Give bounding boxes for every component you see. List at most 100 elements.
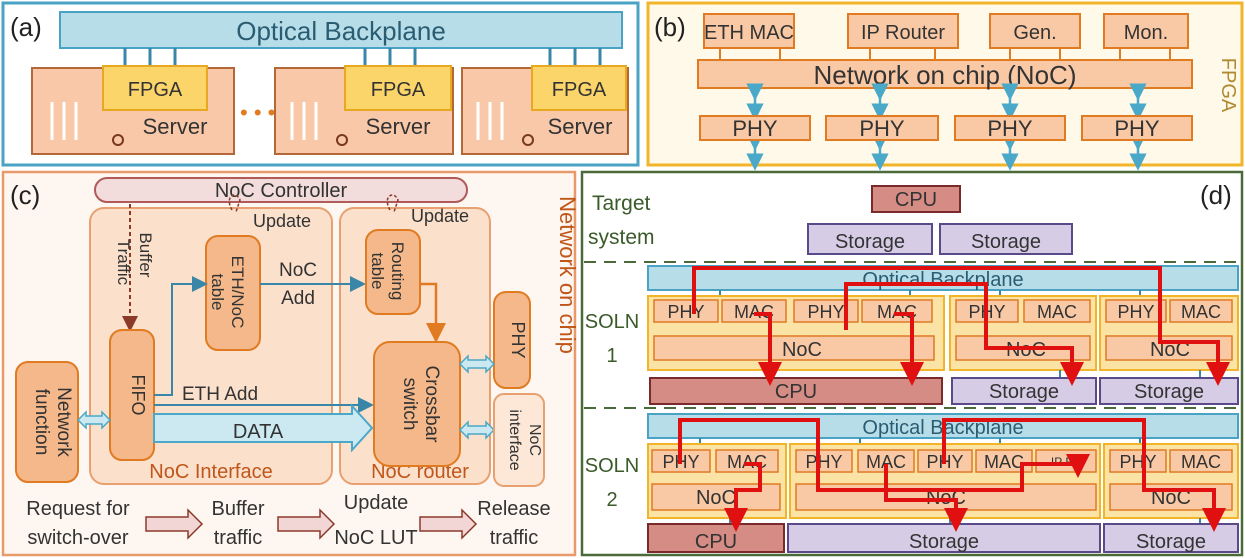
svg-text:table: table: [208, 274, 227, 311]
svg-text:Server: Server: [366, 114, 431, 139]
panel-c-label: (c): [10, 180, 40, 210]
svg-text:Gen.: Gen.: [1013, 22, 1056, 44]
svg-text:PHY: PHY: [859, 116, 905, 141]
svg-text:NoC LUT: NoC LUT: [334, 527, 417, 549]
svg-text:ETH Add: ETH Add: [182, 384, 258, 405]
svg-text:Storage: Storage: [989, 381, 1059, 403]
svg-text:Network: Network: [53, 387, 74, 457]
svg-text:Traffic: Traffic: [114, 239, 133, 286]
svg-text:Storage: Storage: [1134, 381, 1204, 403]
svg-text:CPU: CPU: [895, 189, 937, 211]
svg-text:switch-over: switch-over: [27, 527, 128, 549]
svg-text:MAC: MAC: [1037, 302, 1077, 322]
svg-text:interface: interface: [506, 409, 523, 470]
svg-text:NoC: NoC: [279, 260, 317, 281]
ellipsis: • • •: [240, 100, 275, 125]
panel-b: (b) FPGA ETH MAC IP Router Gen. Mon. Net…: [646, 1, 1244, 171]
svg-text:PHY: PHY: [805, 452, 842, 472]
svg-text:ETH MAC: ETH MAC: [704, 22, 794, 44]
svg-text:PHY: PHY: [987, 116, 1033, 141]
fpga-3: [531, 65, 627, 111]
svg-text:1: 1: [606, 345, 617, 367]
svg-text:Add: Add: [281, 288, 315, 309]
svg-text:Storage: Storage: [909, 531, 979, 553]
svg-text:traffic: traffic: [490, 527, 539, 549]
svg-text:Request for: Request for: [26, 498, 130, 520]
svg-text:DATA: DATA: [233, 421, 284, 443]
network-on-chip-side-label: Network on chip: [555, 196, 580, 354]
svg-text:2: 2: [606, 489, 617, 511]
svg-text:Update: Update: [411, 206, 469, 226]
svg-text:SOLN: SOLN: [585, 455, 639, 477]
svg-text:Optical Backplane: Optical Backplane: [862, 269, 1023, 291]
fpga-2: [344, 65, 452, 111]
svg-text:Release: Release: [477, 498, 550, 520]
svg-text:Storage: Storage: [971, 231, 1041, 253]
procedure-steps: Request for switch-over Buffer traffic U…: [26, 492, 550, 549]
svg-text:Network on chip (NoC): Network on chip (NoC): [814, 60, 1077, 90]
svg-text:PHY: PHY: [732, 116, 778, 141]
svg-text:NoC: NoC: [782, 339, 822, 361]
data-arrow: [153, 403, 374, 453]
svg-text:Target: Target: [592, 192, 651, 215]
eth-noc-table: [205, 235, 261, 351]
svg-text:traffic: traffic: [214, 527, 263, 549]
svg-text:Storage: Storage: [1136, 531, 1206, 553]
svg-text:ETH/NoC: ETH/NoC: [228, 256, 247, 329]
svg-text:NoC: NoC: [526, 424, 543, 456]
svg-text:NoC: NoC: [1150, 339, 1190, 361]
optical-backplane-a: [59, 11, 623, 49]
svg-text:CPU: CPU: [775, 381, 817, 403]
svg-text:Buffer: Buffer: [212, 498, 265, 520]
crossbar-switch: [373, 341, 461, 467]
svg-text:Mon.: Mon.: [1124, 22, 1168, 44]
svg-text:FPGA: FPGA: [552, 79, 607, 101]
svg-text:Server: Server: [548, 114, 613, 139]
panel-d: (d) Target system CPU Storage Storage SO…: [580, 170, 1244, 557]
svg-text:table: table: [368, 253, 387, 290]
noc-controller: [94, 177, 468, 203]
svg-text:MAC: MAC: [1181, 452, 1221, 472]
svg-text:Update: Update: [253, 211, 311, 231]
panel-d-label: (d): [1200, 180, 1232, 210]
soln1-cpu: [649, 377, 943, 405]
svg-text:system: system: [588, 226, 655, 249]
svg-text:NoC: NoC: [696, 487, 736, 509]
svg-text:FPGA: FPGA: [371, 79, 426, 101]
optical-backplane-a-label: Optical Backplane: [236, 16, 446, 46]
svg-text:PHY: PHY: [508, 321, 528, 358]
phy-c: [493, 291, 531, 389]
svg-text:Storage: Storage: [835, 231, 905, 253]
panel-a-label: (a): [10, 12, 42, 42]
svg-text:switch: switch: [399, 378, 420, 431]
target-cpu: [871, 185, 961, 213]
svg-text:IP Router: IP Router: [861, 22, 945, 44]
routing-table: [365, 229, 421, 315]
noc-interface-small: [493, 393, 545, 487]
svg-text:SOLN: SOLN: [585, 311, 639, 333]
svg-text:MAC: MAC: [866, 452, 906, 472]
svg-text:function: function: [31, 389, 52, 456]
noc-block: [697, 59, 1193, 89]
svg-text:FIFO: FIFO: [128, 375, 148, 416]
svg-text:NoC: NoC: [1151, 487, 1191, 509]
svg-text:PHY: PHY: [667, 302, 704, 322]
svg-text:PHY: PHY: [807, 302, 844, 322]
svg-text:MAC: MAC: [1181, 302, 1221, 322]
svg-text:PHY: PHY: [1114, 116, 1160, 141]
svg-text:Update: Update: [344, 492, 409, 514]
panel-b-label: (b): [654, 12, 686, 42]
svg-text:Buffer: Buffer: [136, 232, 155, 277]
panel-c: (c) Network on chip NoC Controller NoC I…: [1, 170, 580, 557]
svg-text:NoC Controller: NoC Controller: [215, 180, 348, 202]
soln2-cpu: [647, 523, 785, 553]
fpga-side-label: FPGA: [1217, 58, 1239, 113]
svg-text:Crossbar: Crossbar: [421, 365, 442, 443]
svg-text:FPGA: FPGA: [128, 79, 183, 101]
svg-text:Routing: Routing: [388, 242, 407, 301]
svg-text:CPU: CPU: [695, 531, 737, 553]
svg-text:Server: Server: [143, 114, 208, 139]
svg-text:MAC: MAC: [984, 452, 1024, 472]
panel-a: (a) Optical Backplane FPGA Server • • • …: [1, 1, 640, 167]
